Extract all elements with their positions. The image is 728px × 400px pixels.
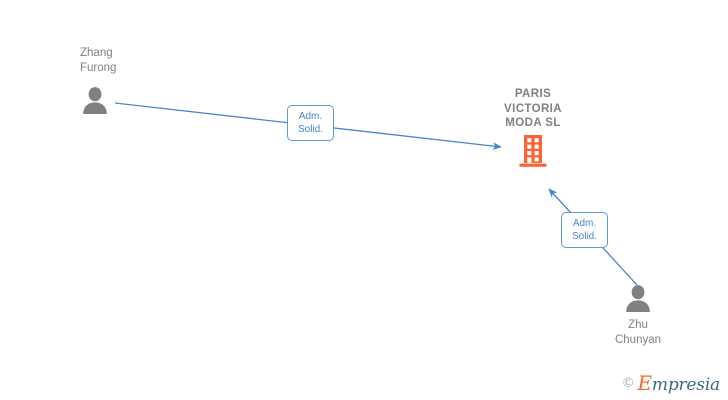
copyright-icon: © [622,375,634,391]
person-label: Zhu Chunyan [614,319,662,346]
edge-label-adm-solid-zhu[interactable]: Adm. Solid. [561,212,608,248]
brand-initial: E [637,371,653,395]
node-company-paris-victoria-moda-sl[interactable]: PARIS VICTORIA MODA SL [453,87,613,168]
brand-rest: mpresia [651,375,720,395]
person-label: Zhang Furong [80,47,117,74]
node-person-zhu-chunyan[interactable]: Zhu Chunyan [578,284,698,348]
brand-logo-text: Empresia [638,373,721,394]
edge-label-adm-solid-zhang[interactable]: Adm. Solid. [287,105,334,141]
company-label: PARIS VICTORIA MODA SL [504,88,562,129]
company-building-icon [519,134,547,167]
node-person-zhang-furong[interactable]: Zhang Furong [80,46,200,114]
person-icon [83,87,107,114]
empresia-watermark: © Empresia [623,373,720,394]
person-icon [626,285,650,312]
